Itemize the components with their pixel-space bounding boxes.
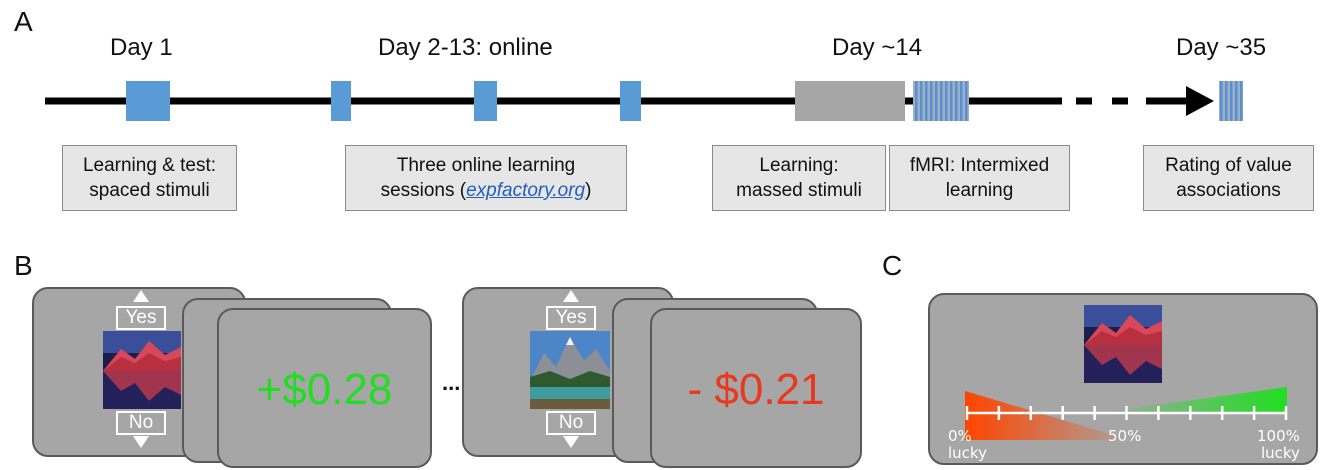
- rating-screen: 0% lucky 50% 100% lucky: [928, 293, 1318, 465]
- no-option[interactable]: No: [546, 411, 596, 435]
- online-session-marker-2: [474, 81, 497, 121]
- learning-test-line2: spaced stimuli: [89, 180, 210, 201]
- day-35-label: Day ~35: [1176, 34, 1267, 61]
- feedback-card-2: - $0.21: [650, 308, 862, 468]
- mountain-lake-icon: [103, 331, 181, 409]
- alpine-lake-icon: [530, 331, 610, 409]
- day-2-13-label: Day 2-13: online: [378, 34, 553, 61]
- ellipsis: ...: [442, 370, 461, 395]
- down-arrow-icon: [563, 436, 579, 448]
- online-sessions-box: Three online learning sessions (expfacto…: [345, 145, 627, 211]
- unlucky-gradient: [965, 391, 1130, 440]
- up-arrow-icon: [133, 290, 149, 302]
- online-session-marker-1: [331, 81, 351, 121]
- rating-line2: associations: [1176, 180, 1281, 201]
- expfactory-link[interactable]: expfactory.org: [466, 180, 586, 201]
- yes-option[interactable]: Yes: [116, 306, 166, 330]
- loss-amount: - $0.21: [687, 365, 825, 414]
- no-option[interactable]: No: [116, 411, 166, 435]
- right-word: lucky: [1260, 444, 1300, 462]
- scale-ticks: [965, 406, 1288, 420]
- rating-marker: [1219, 81, 1243, 121]
- lucky-gradient: [1100, 387, 1287, 413]
- massed-line1: Learning:: [759, 155, 839, 176]
- massed-learning-marker: [795, 81, 905, 121]
- fmri-line2: learning: [945, 180, 1014, 201]
- fmri-line1: fMRI: Intermixed: [909, 155, 1050, 176]
- session-day1-marker: [126, 81, 170, 121]
- learning-test-box: Learning & test: spaced stimuli: [62, 145, 237, 211]
- mountain-lake-icon: [1084, 305, 1162, 383]
- scale-label-50: 50%: [1108, 427, 1142, 445]
- up-arrow-icon: [563, 290, 579, 302]
- online-line2: sessions (expfactory.org): [380, 180, 592, 201]
- yes-option[interactable]: Yes: [546, 306, 596, 330]
- feedback-card-1: +$0.28: [217, 308, 432, 468]
- timeline: [45, 81, 1243, 121]
- timeline-arrowhead: [1186, 86, 1214, 116]
- massed-line2: massed stimuli: [736, 180, 862, 201]
- scale-label-0: 0% lucky: [948, 427, 987, 462]
- rating-slider[interactable]: [930, 295, 1316, 463]
- fmri-marker: [913, 81, 969, 121]
- gain-amount: +$0.28: [256, 365, 393, 414]
- scale-label-100: 100% lucky: [1257, 427, 1300, 462]
- panel-label-c: C: [882, 250, 903, 281]
- rating-box: Rating of value associations: [1143, 145, 1314, 211]
- learning-test-line1: Learning & test:: [82, 155, 217, 176]
- rating-line1: Rating of value: [1165, 155, 1292, 176]
- panel-label-b: B: [14, 250, 33, 281]
- panel-label-a: A: [14, 6, 33, 37]
- day-14-label: Day ~14: [832, 34, 923, 61]
- day-1-label: Day 1: [110, 34, 173, 61]
- left-word: lucky: [948, 444, 987, 462]
- down-arrow-icon: [133, 436, 149, 448]
- massed-learning-box: Learning: massed stimuli: [712, 145, 886, 211]
- online-line1: Three online learning: [396, 155, 576, 176]
- online-session-marker-3: [620, 81, 641, 121]
- fmri-box: fMRI: Intermixed learning: [889, 145, 1070, 211]
